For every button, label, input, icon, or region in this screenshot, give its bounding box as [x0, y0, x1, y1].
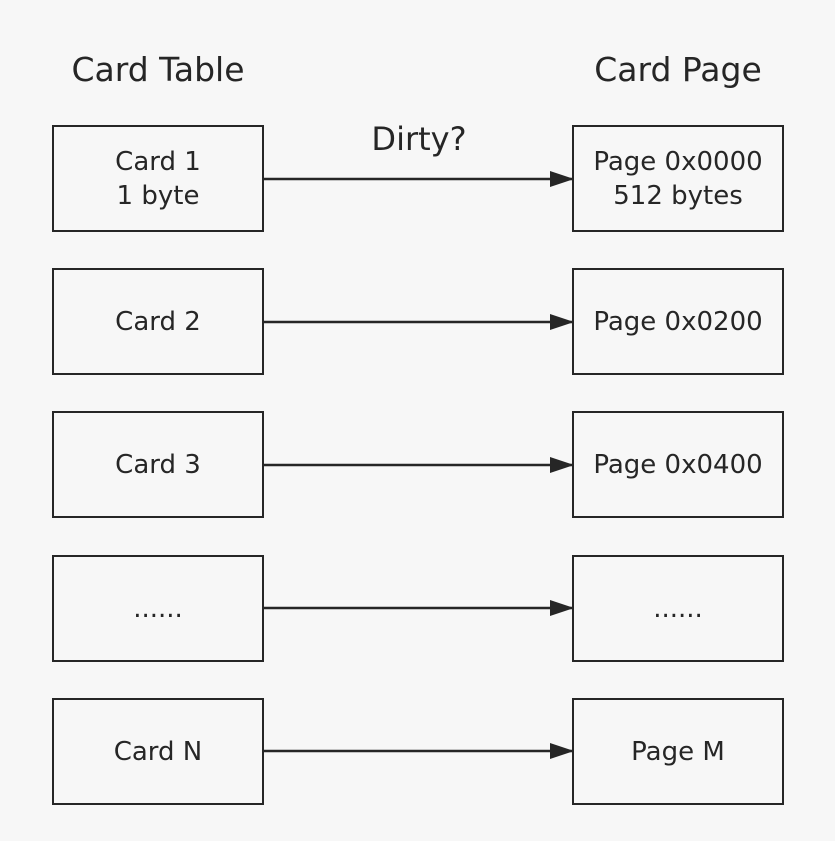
card-box-ellipsis: ......: [52, 555, 264, 662]
page-box-ellipsis-title: ......: [653, 593, 703, 624]
page-box-2: Page 0x0200: [572, 268, 784, 375]
card-box-n-title: Card N: [113, 736, 203, 767]
page-box-ellipsis: ......: [572, 555, 784, 662]
page-box-1-size: 512 bytes: [613, 180, 743, 211]
card-box-3-title: Card 3: [115, 449, 201, 480]
card-box-2: Card 2: [52, 268, 264, 375]
card-box-ellipsis-title: ......: [133, 593, 183, 624]
card-page-header: Card Page: [594, 50, 762, 89]
page-box-1-title: Page 0x0000: [593, 146, 763, 177]
page-box-3: Page 0x0400: [572, 411, 784, 518]
page-box-m-title: Page M: [631, 736, 725, 767]
page-box-m: Page M: [572, 698, 784, 805]
dirty-arrow-label: Dirty?: [371, 120, 467, 158]
card-box-1-size: 1 byte: [116, 180, 200, 211]
page-box-1: Page 0x0000 512 bytes: [572, 125, 784, 232]
card-box-2-title: Card 2: [115, 306, 201, 337]
card-box-3: Card 3: [52, 411, 264, 518]
card-box-n: Card N: [52, 698, 264, 805]
page-box-3-title: Page 0x0400: [593, 449, 763, 480]
card-table-header: Card Table: [71, 50, 245, 89]
card-box-1-title: Card 1: [115, 146, 201, 177]
card-box-1: Card 1 1 byte: [52, 125, 264, 232]
page-box-2-title: Page 0x0200: [593, 306, 763, 337]
